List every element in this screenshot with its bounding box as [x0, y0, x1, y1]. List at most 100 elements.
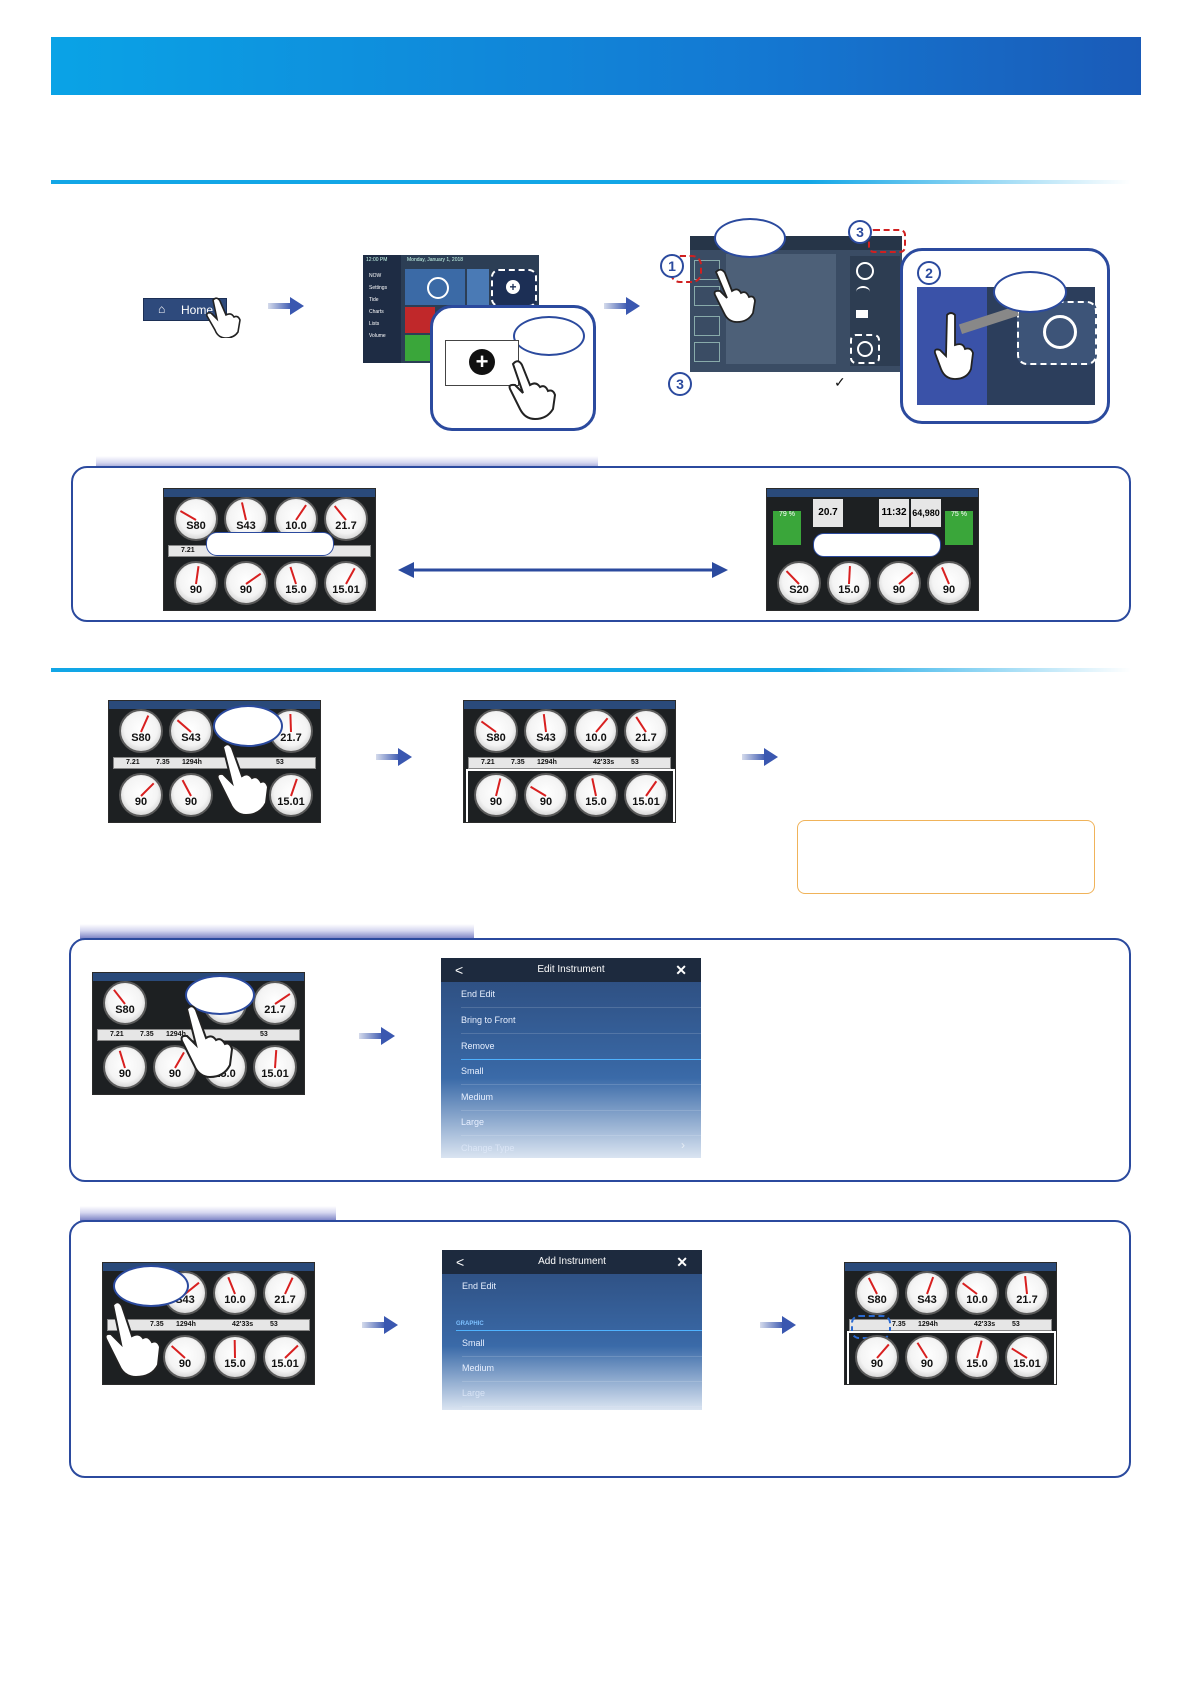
back-icon[interactable]: < — [455, 962, 464, 978]
gauge: 90 — [474, 773, 518, 817]
gauge-needle — [284, 1344, 299, 1359]
add-button-zoom[interactable]: + — [445, 340, 519, 386]
gauge: 15.0 — [213, 1335, 257, 1379]
sidebar-item[interactable]: Volume — [369, 333, 386, 339]
menu-section-graphic: GRAPHIC — [456, 1321, 484, 1327]
menu-item-end-edit[interactable]: End Edit — [462, 1281, 497, 1291]
gauge: 90 — [855, 1335, 899, 1379]
gauge: 21.7 — [624, 709, 668, 753]
gauge-needle — [176, 719, 192, 733]
speech-bubble — [185, 975, 255, 1015]
gauge-needle — [941, 567, 950, 585]
gauge: 15.01 — [624, 773, 668, 817]
gauge: 90 — [224, 561, 268, 605]
app-icon-column[interactable] — [850, 256, 900, 366]
sidebar-item[interactable]: NOW — [369, 273, 382, 279]
gauge: 10.0 — [574, 709, 618, 753]
app-tile[interactable] — [467, 269, 489, 305]
gauge-needle — [962, 1282, 978, 1295]
menu-header: < Edit Instrument ✕ — [441, 958, 701, 982]
step-number: 3 — [668, 372, 692, 396]
gauge: S43 — [524, 709, 568, 753]
gauge-needle — [240, 502, 247, 521]
gauge-needle — [274, 1049, 278, 1069]
tap-hand-icon — [206, 297, 241, 338]
tap-hand-icon — [713, 268, 756, 323]
close-icon[interactable]: ✕ — [675, 962, 687, 978]
digital-box: 64,980 — [911, 499, 941, 527]
menu-item-medium[interactable]: Medium — [461, 1085, 701, 1111]
menu-item-small[interactable]: Small — [462, 1331, 702, 1357]
instrument-icon-highlight[interactable] — [850, 334, 880, 364]
speech-bubble — [714, 218, 786, 258]
check-icon: ✓ — [834, 374, 846, 390]
tap-hand-icon — [216, 743, 270, 817]
menu-item-large[interactable]: Large — [461, 1110, 701, 1136]
gauge-needle — [876, 1343, 890, 1359]
gauge-needle — [645, 780, 658, 797]
gauge-needle — [976, 1340, 983, 1359]
globe-icon[interactable] — [856, 262, 874, 280]
gauge: 90 — [103, 1045, 147, 1089]
section-divider — [456, 1330, 702, 1331]
gauge: 15.01 — [1005, 1335, 1049, 1379]
flow-arrow — [359, 1027, 397, 1045]
camera-icon[interactable] — [856, 310, 868, 318]
app-tile[interactable] — [405, 269, 465, 305]
sidebar-item[interactable]: Settings — [369, 285, 388, 291]
tank-gauge: 79 % — [773, 511, 801, 545]
sidebar-item[interactable]: Lists — [369, 321, 380, 327]
gauge: 90 — [163, 1335, 207, 1379]
sidebar-item[interactable]: Charts — [369, 309, 384, 315]
gauge-needle — [595, 717, 609, 733]
instrument-panel-alt: 79 % 75 % 20.7 11:32 64,980 S20 15.0 90 … — [766, 488, 979, 611]
gauge: 90 — [905, 1335, 949, 1379]
edit-instrument-menu: < Edit Instrument ✕ End Edit Bring to Fr… — [441, 958, 701, 1158]
drag-hand-icon — [933, 312, 974, 380]
home-button[interactable]: ⌂ Home — [143, 298, 227, 321]
panel-topbar — [164, 489, 375, 497]
flow-arrow — [362, 1316, 400, 1334]
gauge: 15.01 — [269, 773, 313, 817]
speech-bubble — [993, 271, 1067, 313]
section-rule-1 — [51, 180, 1131, 184]
chevron-right-icon: › — [681, 1138, 685, 1152]
gauge-needle — [284, 1277, 294, 1295]
gauge: 90 — [169, 773, 213, 817]
gauge: 15.0 — [827, 561, 871, 605]
gauge: S80 — [103, 981, 147, 1025]
gauge-needle — [785, 570, 800, 585]
gauge: 15.01 — [324, 561, 368, 605]
gauge: 90 — [877, 561, 921, 605]
gauge: 21.7 — [324, 497, 368, 541]
gauge-needle — [333, 505, 347, 521]
menu-item-medium[interactable]: Medium — [462, 1356, 702, 1382]
close-icon[interactable]: ✕ — [676, 1254, 688, 1270]
tap-hand-icon — [104, 1301, 162, 1379]
gauge-needle — [926, 1276, 935, 1295]
gauge-icon — [1043, 315, 1077, 349]
gauge: 10.0 — [955, 1271, 999, 1315]
instrument-panel: S80 S43 10.0 21.7 7.21 90 90 15.0 15.01 — [163, 488, 376, 611]
gauge-needle — [848, 565, 851, 585]
add-tile-highlight[interactable]: + — [491, 269, 537, 307]
drag-callout: 2 — [900, 248, 1110, 424]
menu-item-large[interactable]: Large — [462, 1381, 702, 1407]
gauge: 90 — [524, 773, 568, 817]
menu-item-remove[interactable]: Remove — [461, 1034, 701, 1060]
gauge: 21.7 — [263, 1271, 307, 1315]
gauge: 15.0 — [574, 773, 618, 817]
home-screen: 12:00 PM NOW Settings Tide Charts Lists … — [363, 255, 539, 363]
flow-arrow — [376, 748, 414, 766]
sonar-icon[interactable] — [856, 286, 870, 298]
menu-item-end-edit[interactable]: End Edit — [461, 982, 701, 1008]
menu-item-change-type[interactable]: Change Type — [461, 1136, 701, 1158]
flow-arrow — [742, 748, 780, 766]
gauge: 15.0 — [274, 561, 318, 605]
back-icon[interactable]: < — [456, 1254, 465, 1270]
sidebar-item[interactable]: Tide — [369, 297, 379, 303]
menu-item-bring-to-front[interactable]: Bring to Front — [461, 1008, 701, 1034]
menu-title: Add Instrument — [538, 1256, 606, 1267]
menu-item-small[interactable]: Small — [461, 1059, 701, 1085]
gauge: S80 — [119, 709, 163, 753]
